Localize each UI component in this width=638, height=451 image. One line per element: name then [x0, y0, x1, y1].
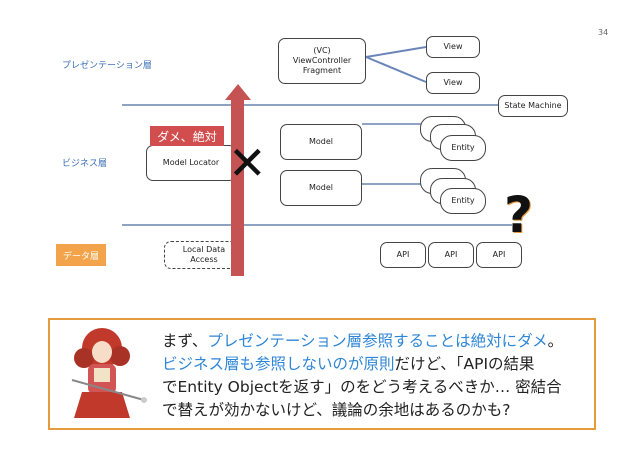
cross-mark: ✕: [228, 136, 267, 190]
presentation-layer-label: プレゼンテーション層: [62, 61, 152, 71]
model-node: Model: [280, 124, 362, 160]
data-layer-label: データ層: [56, 244, 106, 266]
entity-node: Entity: [440, 135, 486, 161]
callout-line: ビジネス層も参照しないのが原則だけど、「APIの結果: [162, 355, 535, 373]
api-node: API: [380, 242, 426, 268]
upward-arrow-head: [225, 84, 251, 100]
character-illustration: [71, 328, 147, 418]
vc-to-view-1-connector: [365, 46, 427, 58]
business-layer-label: ビジネス層: [62, 159, 108, 169]
upward-arrow-shaft: [231, 96, 244, 276]
model-locator-node: Model Locator: [146, 145, 236, 181]
entity-node: Entity: [440, 188, 486, 214]
local-data-access-node: Local Data Access: [164, 241, 244, 269]
business-data-divider: [122, 224, 512, 226]
api-node: API: [476, 242, 522, 268]
page-number: 34: [598, 28, 609, 37]
state-machine-node: State Machine: [498, 95, 568, 117]
viewcontroller-node: (VC) ViewController Fragment: [278, 38, 366, 84]
presentation-business-divider: [122, 104, 498, 106]
question-mark: ?: [504, 186, 534, 244]
callout-text: まず、プレゼンテーション層参照することは絶対にダメ。 ビジネス層も参照しないのが…: [162, 330, 602, 422]
callout-box: [48, 318, 596, 430]
view-node: View: [426, 72, 480, 94]
callout-line: まず、プレゼンテーション層参照することは絶対にダメ。: [162, 332, 564, 350]
callout-line: で替えが効かないけど、議論の余地はあるのかも?: [162, 401, 511, 419]
model-node: Model: [280, 170, 362, 206]
vc-to-view-2-connector: [365, 56, 427, 83]
callout-line: でEntity Objectを返す」のをどう考えるべきか… 密結合: [162, 378, 562, 396]
view-node: View: [426, 36, 480, 58]
api-node: API: [428, 242, 474, 268]
ng-badge: ダメ、絶対: [150, 126, 224, 146]
